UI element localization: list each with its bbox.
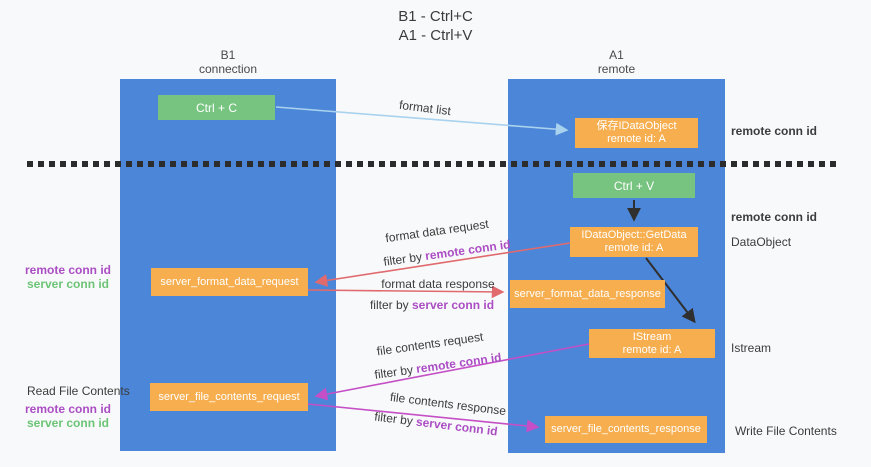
node-ctrl-v-label: Ctrl + V <box>613 178 655 193</box>
label-server-conn-id-left-bottom: server conn id <box>26 416 110 430</box>
node-istream-line2: remote id: A <box>622 343 682 356</box>
node-server-file-contents-response: server_file_contents_response <box>545 416 707 443</box>
label-format-data-request: format data request <box>384 216 490 246</box>
title-line-2: A1 - Ctrl+V <box>398 27 473 44</box>
label-write-file-contents: Write File Contents <box>735 424 837 438</box>
remote-conn-id-text: remote conn id <box>424 237 512 263</box>
label-remote-conn-id-left-bottom: remote conn id <box>24 402 111 416</box>
node-server-format-data-request: server_format_data_request <box>151 268 308 296</box>
column-a1-role: remote <box>597 62 636 76</box>
session-separator-dashed-line <box>27 161 838 167</box>
node-server-file-contents-response-label: server_file_contents_response <box>551 423 701 435</box>
label-dataobject: DataObject <box>731 235 792 249</box>
label-istream: Istream <box>731 341 772 355</box>
node-idataobject-getdata: IDataObject::GetData remote id: A <box>570 227 698 257</box>
label-remote-conn-id-left-top: remote conn id <box>24 263 111 277</box>
node-ctrl-c-label: Ctrl + C <box>195 100 237 115</box>
label-read-file-contents: Read File Contents <box>27 384 130 398</box>
node-getdata-line1: IDataObject::GetData <box>581 229 687 241</box>
node-server-file-contents-request: server_file_contents_request <box>150 383 308 411</box>
node-istream-line1: IStream <box>632 330 672 343</box>
label-remote-conn-id-right-top: remote conn id <box>731 124 818 138</box>
node-saved-dataobject: 保存IDataObject remote id: A <box>575 118 698 148</box>
node-ctrl-v: Ctrl + V <box>573 173 695 198</box>
diagram-title: B1 - Ctrl+C A1 - Ctrl+V <box>0 7 871 45</box>
column-b1-name: B1 <box>220 48 236 62</box>
node-server-format-data-response: server_format_data_response <box>510 280 665 308</box>
column-header-a1: A1 remote <box>508 48 725 76</box>
node-server-file-contents-request-label: server_file_contents_request <box>158 390 300 403</box>
node-server-format-data-request-label: server_format_data_request <box>160 275 299 288</box>
filter-by-text: filter by <box>382 249 427 269</box>
remote-conn-id-text: remote conn id <box>415 350 503 376</box>
left-conn-id-stack-top: remote conn id server conn id <box>20 263 116 291</box>
node-saved-dataobject-line1: 保存IDataObject <box>596 120 677 132</box>
column-b1-role: connection <box>198 62 258 76</box>
filter-by-text: filter by <box>369 298 412 312</box>
label-filter-by-server-conn-id-1: filter by server conn id <box>370 298 494 312</box>
node-server-format-data-response-label: server_format_data_response <box>514 287 661 300</box>
filter-by-text: filter by <box>373 409 417 429</box>
label-server-conn-id-left-top: server conn id <box>26 277 110 291</box>
left-conn-id-stack-bottom: remote conn id server conn id <box>20 402 116 430</box>
title-line-1: B1 - Ctrl+C <box>398 8 473 25</box>
node-saved-dataobject-line2: remote id: A <box>607 133 666 145</box>
label-format-data-response: format data response <box>381 277 495 291</box>
label-format-list: format list <box>398 97 452 119</box>
node-istream: IStream remote id: A <box>589 329 715 358</box>
node-ctrl-c: Ctrl + C <box>158 95 275 120</box>
node-getdata-line2: remote id: A <box>604 242 664 254</box>
label-remote-conn-id-right-mid: remote conn id <box>731 210 818 224</box>
server-conn-id-text: server conn id <box>411 298 495 312</box>
server-conn-id-text: server conn id <box>415 414 499 439</box>
column-a1-name: A1 <box>609 48 624 62</box>
filter-by-text: filter by <box>373 362 418 382</box>
column-header-b1: B1 connection <box>120 48 336 76</box>
